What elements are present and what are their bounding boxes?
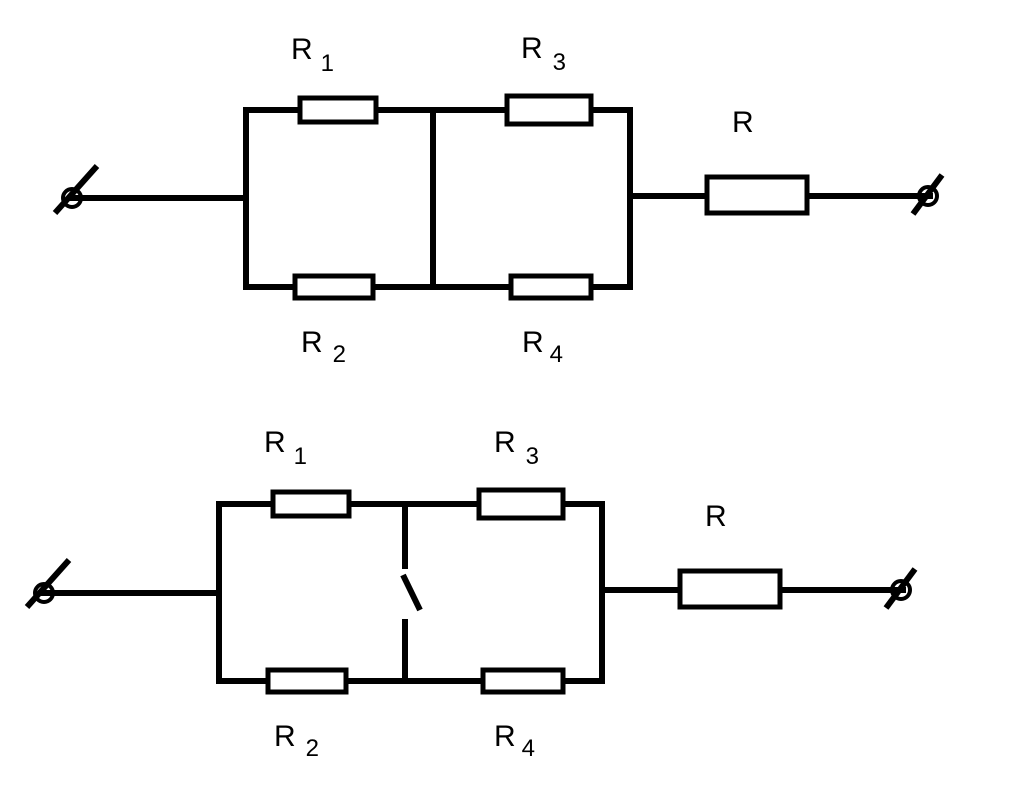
- resistor-r3: [476, 487, 566, 521]
- label-r: R: [705, 500, 727, 533]
- left-terminal: [52, 164, 100, 215]
- right-terminal: [883, 567, 918, 610]
- switch: [400, 501, 423, 684]
- resistor-r2: [292, 273, 376, 301]
- resistor-r1: [297, 95, 379, 125]
- switch-blade: [400, 573, 423, 612]
- resistor-r4: [508, 273, 594, 301]
- resistor-r2: [265, 667, 349, 695]
- label-r: R: [732, 106, 754, 139]
- resistor-r1: [270, 489, 352, 519]
- left-terminal: [24, 558, 72, 609]
- right-terminal: [910, 173, 945, 216]
- resistor-r3: [504, 93, 594, 127]
- resistor-r: [704, 174, 810, 216]
- resistor-r: [677, 568, 783, 610]
- resistor-r4: [480, 667, 566, 695]
